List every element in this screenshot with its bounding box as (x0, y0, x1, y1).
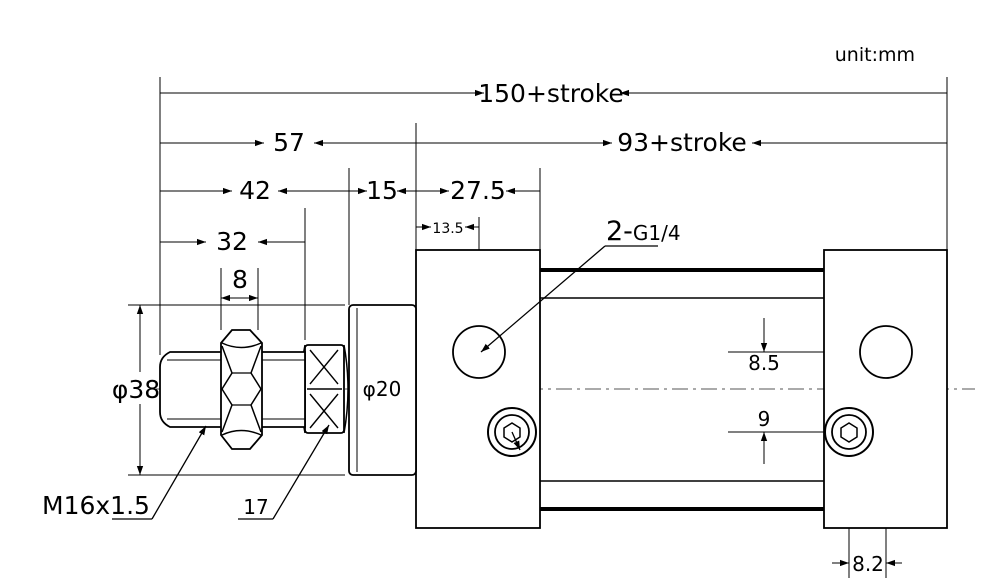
dim-8-5: 8.5 (748, 351, 780, 375)
tie-rods (537, 269, 826, 510)
thread-callout: M16x1.5 (42, 491, 150, 520)
dimension-labels: 150+stroke 57 93+stroke 42 15 27.5 13.5 … (112, 79, 884, 576)
barrel-bottom-line (540, 507, 825, 511)
port-size: G1/4 (633, 221, 681, 245)
dim-42: 42 (239, 176, 271, 205)
dim-32: 32 (216, 227, 248, 256)
dim-phi38: φ38 (112, 375, 160, 404)
wrench-size-callout: 17 (243, 495, 268, 519)
port-callout: 2-G1/4 (606, 216, 681, 247)
port-rear (859, 325, 913, 379)
dim-9: 9 (758, 407, 771, 431)
dim-57: 57 (273, 128, 305, 157)
front-end-cap (415, 249, 541, 529)
dim-15: 15 (366, 176, 398, 205)
wrench-flats (299, 344, 349, 434)
rear-end-cap (823, 249, 948, 529)
dim-8: 8 (232, 265, 248, 294)
port-front (452, 325, 506, 379)
barrel-top-line (540, 268, 825, 272)
dim-13-5: 13.5 (432, 221, 463, 237)
dim-27-5: 27.5 (450, 176, 506, 205)
unit-note: unit:mm (835, 44, 915, 66)
rod-bushing (348, 304, 417, 476)
dim-8-2: 8.2 (852, 552, 884, 576)
dim-overall: 150+stroke (478, 79, 623, 108)
hex-nut (220, 329, 263, 450)
cap-screw-rear (824, 407, 874, 457)
port-count: 2- (606, 216, 633, 247)
cap-screw-front (487, 407, 537, 457)
leader-lines (112, 245, 658, 520)
dim-93-stroke: 93+stroke (617, 128, 747, 157)
dim-phi20: φ20 (363, 377, 402, 401)
